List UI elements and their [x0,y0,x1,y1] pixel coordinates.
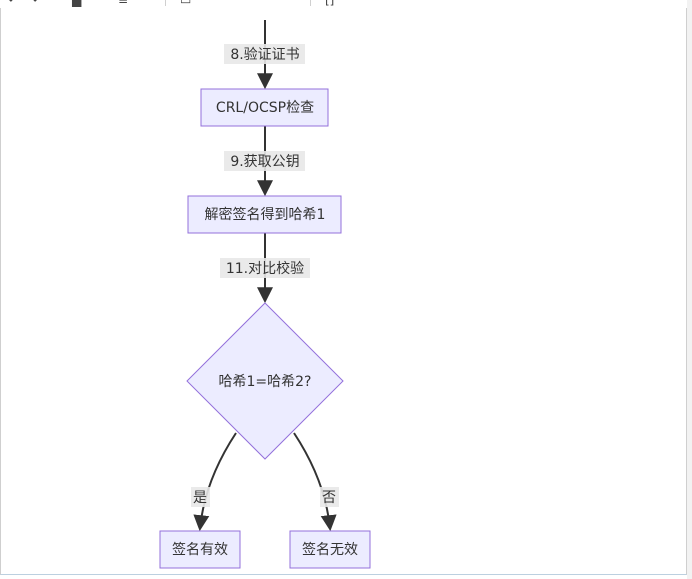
edge-label-no: 否 [322,490,336,506]
edge-label-yes: 是 [193,490,207,506]
node-signature-valid-label: 签名有效 [172,541,228,558]
node-signature-invalid-label: 签名无效 [302,541,358,558]
redo-icon[interactable]: ↷ [28,0,39,7]
edge-label-bg [320,487,339,507]
code-icon[interactable]: [] [325,0,335,7]
toolbar-divider [310,0,311,6]
bold-icon[interactable]: ▇ [72,0,82,7]
node-decrypt-signature-label: 解密签名得到哈希1 [205,206,326,223]
node-crl-ocsp-check[interactable] [200,88,329,127]
edge-label-compare: 11.对比校验 [226,260,304,277]
diagram-canvas [0,8,687,575]
editor-toolbar: ↶ ↷ ▇ ≡ ▭ ⌒ [] [0,0,692,8]
edge-label-bg [224,151,305,171]
edge-label-get-pubkey: 9.获取公钥 [230,154,299,170]
node-crl-ocsp-check-label: CRL/OCSP检查 [216,100,314,116]
format-icon[interactable]: ≡ [118,0,129,7]
scrollbar-track[interactable] [687,0,692,579]
edge-label-verify-cert: 8.验证证书 [230,47,299,63]
edge-label-bg [220,258,310,278]
toolbar-divider [165,0,166,6]
node-hash-compare-decision[interactable] [186,302,344,460]
edge-label-bg [224,44,305,64]
node-hash-compare-decision-label: 哈希1=哈希2? [219,374,312,390]
link-icon[interactable]: ⌒ [210,0,223,7]
insert-icon[interactable]: ▭ [180,0,192,7]
edge-label-bg [191,487,210,507]
undo-icon[interactable]: ↶ [8,0,19,7]
edge-no [293,432,337,532]
node-signature-invalid[interactable] [289,530,371,569]
edge-yes [193,432,237,532]
node-signature-valid[interactable] [159,530,241,569]
node-decrypt-signature[interactable] [187,195,342,234]
